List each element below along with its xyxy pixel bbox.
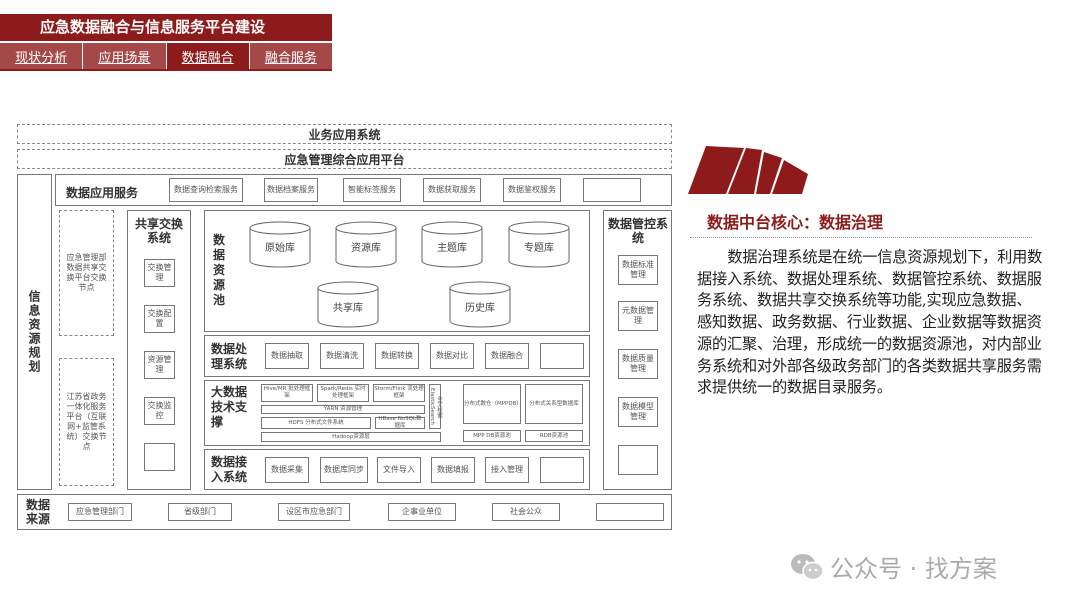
exchange-item: 资源管理 bbox=[144, 351, 175, 379]
hdfs-box: HDFS 分布式文件系统 bbox=[261, 417, 371, 429]
hive-box: Hive/MR 批处理框架 bbox=[261, 384, 313, 402]
mppdb-box: 分布式数仓（MPPDB） bbox=[463, 384, 522, 424]
data-control-system: 数据管控系统 数据标准管理 元数据管理 数据质量管理 数据模型管理 bbox=[603, 210, 672, 490]
service-item: 智能标签服务 bbox=[343, 178, 401, 202]
hadoop-box: Hadoop资源层 bbox=[261, 432, 441, 442]
ingest-item: 数据库同步 bbox=[320, 457, 368, 483]
proc-item bbox=[540, 343, 584, 369]
source-item: 应急管理部门 bbox=[68, 503, 132, 521]
section-subtitle: 数据中台核心：数据治理 bbox=[707, 213, 884, 232]
data-ingestion-system: 数据接入系统 数据采集 数据库同步 文件导入 数据填报 接入管理 bbox=[204, 449, 590, 490]
pool-title: 数据资源池 bbox=[213, 233, 226, 307]
control-item bbox=[618, 445, 658, 475]
ingest-item: 数据采集 bbox=[265, 457, 309, 483]
yarn-box: YARN 资源管理 bbox=[261, 405, 425, 414]
exchange-system: 共享交换系统 交换管理 交换配置 资源管理 交换监控 bbox=[127, 210, 191, 490]
ingest-item: 接入管理 bbox=[485, 457, 529, 483]
data-processing-system: 数据处理系统 数据抽取 数据清洗 数据转换 数据对比 数据融合 bbox=[204, 335, 590, 377]
data-resource-pool: 数据资源池 原始库 资源库 主题库 专题库 共享库 历史库 bbox=[204, 210, 590, 332]
search-box: 全文检索 ElasticSearch bbox=[429, 384, 442, 429]
service-item: 数据获取服务 bbox=[423, 178, 481, 202]
pool-cylinder: 历史库 bbox=[449, 281, 511, 329]
pool-cylinder: 资源库 bbox=[335, 221, 397, 269]
pool-cylinder: 主题库 bbox=[421, 221, 483, 269]
proc-item: 数据对比 bbox=[430, 343, 474, 369]
page-header: 应急数据融合与信息服务平台建设 bbox=[0, 14, 332, 41]
info-resource-planning: 信息资源规划 bbox=[17, 174, 52, 490]
service-item: 数据鉴权服务 bbox=[503, 178, 561, 202]
emergency-platform-band: 应急管理综合应用平台 bbox=[17, 149, 672, 169]
description-paragraph: 数据治理系统是在统一信息资源规划下，利用数据接入系统、数据处理系统、数据管控系统… bbox=[697, 248, 1043, 397]
ingest-title: 数据接入系统 bbox=[211, 455, 248, 484]
hbase-box: HBase NoSQL数据库 bbox=[375, 416, 425, 429]
ingest-item bbox=[540, 457, 584, 483]
mppdb-pool: MPP DB资源池 bbox=[463, 430, 521, 442]
rdb-pool: RDB资源池 bbox=[525, 430, 583, 442]
big-data-support: 大数据技术支撑 Hive/MR 批处理框架 Spark/Redis 实时处理框架… bbox=[204, 380, 590, 446]
exchange-title: 共享交换系统 bbox=[134, 217, 183, 245]
business-app-band: 业务应用系统 bbox=[17, 124, 672, 144]
tab-status-analysis[interactable]: 现状分析 bbox=[0, 43, 84, 69]
data-source-row: 数据来源 应急管理部门 省级部门 设区市应急部门 企事业单位 社会公众 bbox=[17, 494, 672, 530]
service-title: 数据应用服务 bbox=[66, 186, 139, 200]
proc-title: 数据处理系统 bbox=[211, 342, 248, 371]
tab-scenarios[interactable]: 应用场景 bbox=[83, 43, 167, 69]
control-item: 数据质量管理 bbox=[618, 349, 658, 379]
ingest-item: 数据填报 bbox=[431, 457, 475, 483]
ministry-exchange-node: 应急管理部数据共享交换平台交换节点 bbox=[59, 210, 114, 336]
source-title: 数据来源 bbox=[26, 498, 51, 526]
exchange-item bbox=[144, 443, 175, 471]
source-item bbox=[596, 503, 664, 521]
source-item: 企事业单位 bbox=[388, 503, 456, 521]
watermark-text: 公众号 · 找方案 bbox=[830, 555, 997, 583]
wechat-icon bbox=[791, 553, 824, 580]
control-title: 数据管控系统 bbox=[607, 217, 668, 245]
control-item: 数据标准管理 bbox=[618, 255, 658, 285]
data-app-service-row: 数据应用服务 数据查询检索服务 数据档案服务 智能标签服务 数据获取服务 数据鉴… bbox=[55, 174, 672, 206]
proc-item: 数据融合 bbox=[485, 343, 529, 369]
control-item: 数据模型管理 bbox=[618, 397, 658, 427]
architecture-diagram: 业务应用系统 应急管理综合应用平台 信息资源规划 数据应用服务 数据查询检索服务… bbox=[17, 124, 672, 532]
service-item bbox=[583, 178, 641, 202]
pool-cylinder: 原始库 bbox=[249, 221, 311, 269]
tab-data-fusion[interactable]: 数据融合 bbox=[166, 43, 250, 69]
tab-fusion-service[interactable]: 融合服务 bbox=[249, 43, 332, 69]
service-item: 数据查询检索服务 bbox=[169, 178, 243, 202]
proc-item: 数据转换 bbox=[375, 343, 419, 369]
pool-cylinder: 专题库 bbox=[508, 221, 570, 269]
watermark: 公众号 · 找方案 bbox=[790, 549, 997, 584]
source-item: 社会公众 bbox=[492, 503, 560, 521]
bigdata-title: 大数据技术支撑 bbox=[211, 385, 248, 429]
pool-cylinder: 共享库 bbox=[317, 281, 379, 329]
spark-box: Spark/Redis 实时处理框架 bbox=[317, 384, 369, 402]
proc-item: 数据清洗 bbox=[320, 343, 364, 369]
storm-box: Storm/Flink 流处理框架 bbox=[373, 384, 425, 402]
service-item: 数据档案服务 bbox=[264, 178, 318, 202]
exchange-item: 交换监控 bbox=[144, 397, 175, 425]
decorative-banner-shape bbox=[688, 146, 808, 194]
rdb-box: 分布式关系型数据库 bbox=[525, 384, 583, 424]
exchange-item: 交换管理 bbox=[144, 259, 175, 287]
source-item: 省级部门 bbox=[168, 503, 232, 521]
source-item: 设区市应急部门 bbox=[278, 503, 350, 521]
nav-tabs: 现状分析 应用场景 数据融合 融合服务 bbox=[0, 43, 332, 71]
jiangsu-exchange-node: 江苏省政务一体化服务平台（互联网+监管系统）交换节点 bbox=[59, 358, 114, 486]
exchange-item: 交换配置 bbox=[144, 305, 175, 333]
control-item: 元数据管理 bbox=[618, 301, 658, 331]
divider bbox=[690, 237, 1032, 238]
ingest-item: 文件导入 bbox=[377, 457, 421, 483]
proc-item: 数据抽取 bbox=[265, 343, 309, 369]
